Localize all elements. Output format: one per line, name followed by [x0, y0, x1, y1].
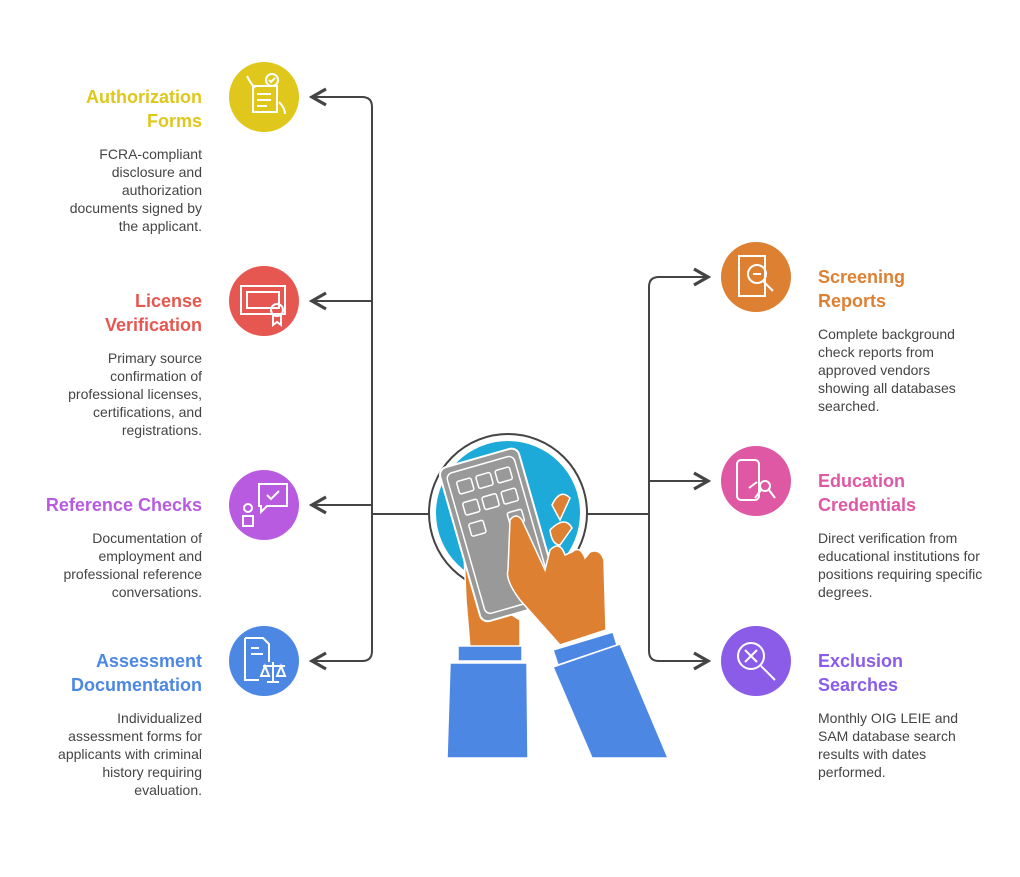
item-description: Monthly OIG LEIE and SAM database search…	[818, 710, 959, 780]
title-line: Education	[818, 471, 906, 491]
item-description: Primary source confirmation of professio…	[68, 350, 202, 438]
title-line: Reference Checks	[45, 495, 202, 515]
item-description: Individualized assessment forms for appl…	[58, 710, 202, 798]
document-scales-icon	[229, 626, 299, 696]
item-description: Direct verification from educational ins…	[818, 530, 983, 600]
report-search-icon	[721, 242, 791, 312]
arrow-exclusion	[648, 514, 712, 671]
arrow-assessment	[308, 514, 373, 671]
search-exclude-icon	[721, 626, 791, 696]
item-description: FCRA-compliant disclosure and authorizat…	[69, 146, 202, 234]
item-description: Documentation of employment and professi…	[63, 530, 202, 600]
title-line: Documentation	[70, 675, 202, 695]
title-line: Credentials	[818, 495, 917, 515]
arrow-authorization	[308, 87, 373, 514]
item-title: Reference Checks	[12, 493, 202, 517]
title-line: Screening	[818, 267, 906, 287]
person-chat-check-icon	[229, 470, 299, 540]
title-line: Forms	[146, 111, 202, 131]
document-signing-icon	[229, 62, 299, 132]
certificate-icon	[229, 266, 299, 336]
hands-calculator-icon	[428, 433, 670, 759]
item-reference-checks: Reference Checks Documentation of employ…	[12, 493, 202, 601]
item-description: Complete background check reports from a…	[818, 326, 956, 414]
title-line: Searches	[818, 675, 899, 695]
diploma-icon	[721, 446, 791, 516]
arrow-screening	[648, 267, 712, 514]
title-line: Reports	[818, 291, 887, 311]
title-line: Exclusion	[818, 651, 904, 671]
title-line: Authorization	[86, 87, 202, 107]
title-line: License	[134, 291, 202, 311]
title-line: Verification	[104, 315, 202, 335]
title-line: Assessment	[95, 651, 202, 671]
